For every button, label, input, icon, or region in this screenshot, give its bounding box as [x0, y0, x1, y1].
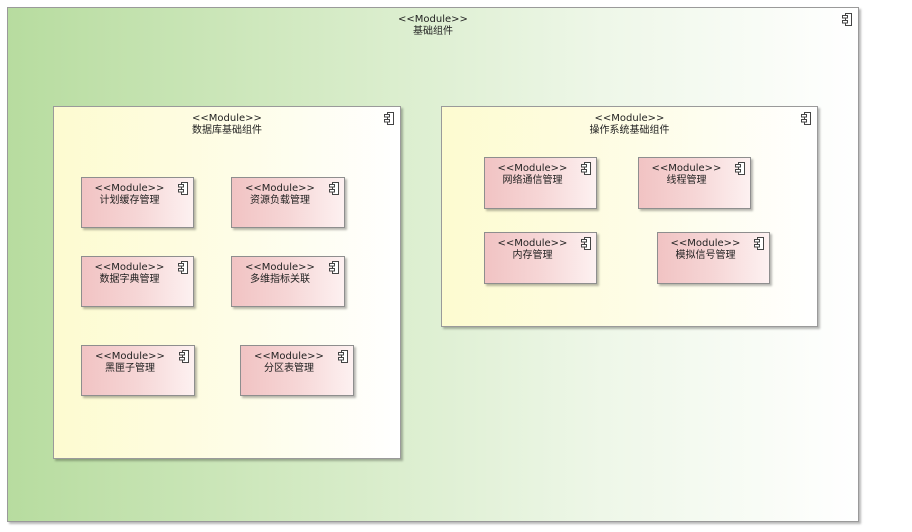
- module-name: 黑匣子管理: [105, 363, 155, 374]
- component-icon: [338, 350, 348, 363]
- module-analog-signal[interactable]: <<Module>> 模拟信号管理: [657, 232, 770, 284]
- module-header: <<Module>> 数据库基础组件: [54, 113, 400, 137]
- module-name: 模拟信号管理: [675, 250, 736, 261]
- component-icon: [801, 112, 811, 125]
- module-partition-table[interactable]: <<Module>> 分区表管理: [240, 345, 354, 396]
- module-thread[interactable]: <<Module>> 线程管理: [638, 157, 751, 209]
- component-icon: [179, 350, 189, 363]
- module-name: 数据字典管理: [99, 274, 160, 285]
- module-name: 基础组件: [413, 26, 453, 37]
- module-multi-dimension-index[interactable]: <<Module>> 多维指标关联: [231, 256, 345, 307]
- module-header: <<Module>> 线程管理: [639, 163, 734, 187]
- module-name: 数据库基础组件: [192, 125, 262, 136]
- component-icon: [329, 182, 339, 195]
- module-black-box[interactable]: <<Module>> 黑匣子管理: [81, 345, 195, 396]
- module-header: <<Module>> 基础组件: [8, 14, 858, 38]
- module-name: 网络通信管理: [502, 175, 563, 186]
- component-icon: [842, 13, 852, 26]
- module-header: <<Module>> 内存管理: [485, 238, 580, 262]
- stereotype-label: <<Module>>: [94, 262, 165, 273]
- module-name: 线程管理: [666, 175, 707, 186]
- component-icon: [178, 261, 188, 274]
- module-header: <<Module>> 多维指标关联: [232, 262, 328, 286]
- module-name: 分区表管理: [264, 363, 314, 374]
- stereotype-label: <<Module>>: [594, 113, 665, 124]
- module-header: <<Module>> 资源负载管理: [232, 183, 328, 207]
- stereotype-label: <<Module>>: [245, 262, 315, 273]
- component-icon: [754, 237, 764, 250]
- module-name: 操作系统基础组件: [589, 125, 670, 136]
- stereotype-label: <<Module>>: [651, 163, 722, 174]
- module-header: <<Module>> 操作系统基础组件: [442, 113, 817, 137]
- module-header: <<Module>> 计划缓存管理: [82, 183, 177, 207]
- module-header: <<Module>> 网络通信管理: [485, 163, 580, 187]
- component-icon: [581, 162, 591, 175]
- module-plan-cache[interactable]: <<Module>> 计划缓存管理: [81, 177, 194, 228]
- stereotype-label: <<Module>>: [670, 238, 741, 249]
- component-icon: [735, 162, 745, 175]
- module-network-communication[interactable]: <<Module>> 网络通信管理: [484, 157, 597, 209]
- stereotype-label: <<Module>>: [94, 183, 165, 194]
- module-name: 内存管理: [512, 250, 553, 261]
- module-header: <<Module>> 黑匣子管理: [82, 351, 178, 375]
- component-icon: [329, 261, 339, 274]
- stereotype-label: <<Module>>: [95, 351, 165, 362]
- module-name: 多维指标关联: [250, 274, 310, 285]
- module-header: <<Module>> 分区表管理: [241, 351, 337, 375]
- stereotype-label: <<Module>>: [398, 14, 468, 25]
- module-data-dictionary[interactable]: <<Module>> 数据字典管理: [81, 256, 194, 307]
- module-name: 资源负载管理: [250, 195, 310, 206]
- component-icon: [384, 112, 394, 125]
- module-os-base-components[interactable]: <<Module>> 操作系统基础组件: [441, 106, 818, 327]
- module-header: <<Module>> 模拟信号管理: [658, 238, 753, 262]
- stereotype-label: <<Module>>: [497, 238, 568, 249]
- module-name: 计划缓存管理: [99, 195, 160, 206]
- module-resource-load[interactable]: <<Module>> 资源负载管理: [231, 177, 345, 228]
- stereotype-label: <<Module>>: [192, 113, 262, 124]
- component-icon: [581, 237, 591, 250]
- module-header: <<Module>> 数据字典管理: [82, 262, 177, 286]
- stereotype-label: <<Module>>: [254, 351, 324, 362]
- stereotype-label: <<Module>>: [497, 163, 568, 174]
- stereotype-label: <<Module>>: [245, 183, 315, 194]
- module-memory[interactable]: <<Module>> 内存管理: [484, 232, 597, 284]
- component-icon: [178, 182, 188, 195]
